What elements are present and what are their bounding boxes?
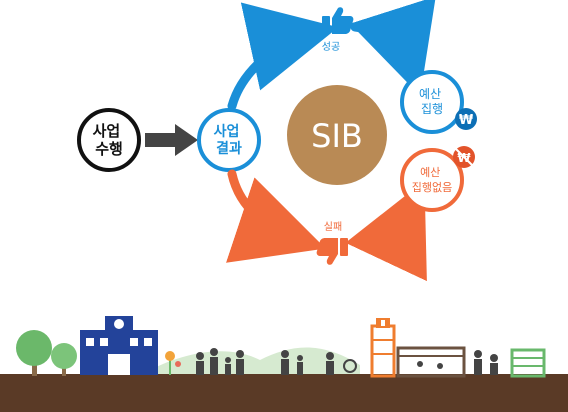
project-execution-node	[77, 108, 141, 172]
project-result-label: 사업 결과	[214, 124, 245, 157]
failure-arc-right	[345, 180, 427, 282]
project-result-node	[197, 108, 261, 172]
sib-center-circle	[287, 85, 387, 185]
thumbs-up-icon	[322, 7, 354, 35]
people-group-icon	[196, 348, 244, 375]
community-illustration	[0, 316, 568, 412]
failure-arc-left	[225, 169, 326, 263]
success-arc-right	[349, 0, 436, 96]
won-coin-icon: ₩	[455, 108, 477, 130]
house-building-icon	[396, 346, 466, 378]
sib-center-label: SIB	[311, 117, 363, 155]
success-arc-left	[227, 2, 339, 111]
execution-to-result-arrow	[145, 124, 198, 156]
project-execution-label: 사업 수행	[93, 122, 126, 158]
hospital-building-icon	[370, 318, 396, 378]
people-group-icon	[281, 350, 357, 375]
school-building-icon	[80, 316, 158, 375]
failure-label: 실패	[324, 221, 342, 233]
success-label: 성공	[322, 41, 340, 53]
thumbs-down-icon	[316, 238, 348, 265]
budget-execution-node	[400, 70, 464, 134]
svg-text:₩: ₩	[459, 113, 474, 128]
tree-icon	[16, 330, 77, 376]
green-building-icon	[510, 348, 546, 378]
people-group-icon	[474, 350, 498, 375]
ground	[0, 374, 568, 412]
no-money-icon: ₩	[453, 146, 475, 168]
flower-icon	[165, 351, 181, 375]
no-budget-execution-label: 예산 집행없음	[412, 166, 452, 194]
budget-execution-label: 예산 집행	[419, 87, 445, 116]
sib-diagram: SIB 사업 수행 사업 결과 성공	[77, 0, 477, 282]
no-budget-execution-node	[400, 148, 464, 212]
